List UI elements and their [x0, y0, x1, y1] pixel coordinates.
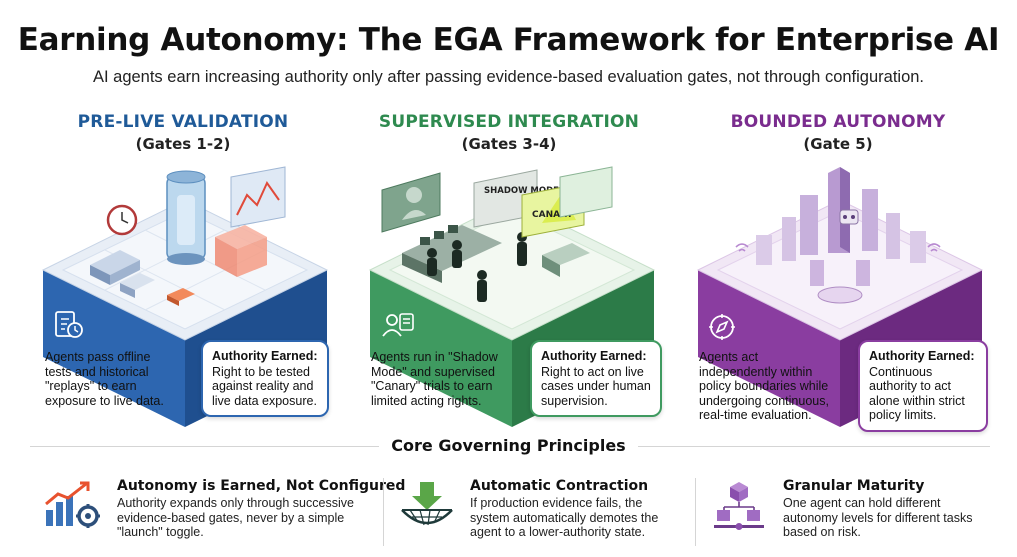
- compass-icon: [709, 314, 735, 340]
- principle-body: One agent can hold different autonomy le…: [783, 496, 973, 539]
- callout-title: Authority Earned:: [541, 349, 647, 363]
- stage-gates: (Gates 1-2): [135, 135, 231, 153]
- clipboard-clock-icon: [55, 311, 83, 338]
- shadow-mode-sign: SHADOW MODE: [484, 186, 559, 196]
- supervised-description: Agents run in "Shadow Mode" and supervis…: [371, 350, 498, 408]
- principle-contraction: Automatic Contraction If production evid…: [470, 478, 685, 540]
- principle-granular: Granular Maturity One agent can hold dif…: [783, 478, 998, 540]
- bounded-description: Agents act independently within policy b…: [699, 350, 829, 422]
- principles-heading: Core Governing Principles: [0, 436, 1017, 455]
- principle-body: If production evidence fails, the system…: [470, 496, 659, 539]
- stage-gates: (Gates 3-4): [461, 135, 557, 153]
- page-subtitle: AI agents earn increasing authority only…: [92, 68, 925, 86]
- principle-separator: [383, 478, 384, 546]
- safety-net-arrow-icon: [401, 482, 453, 526]
- principle-title: Automatic Contraction: [470, 478, 649, 494]
- canary-sign: CANARY: [532, 210, 574, 220]
- stage-name: PRE-LIVE VALIDATION: [77, 112, 289, 132]
- principle-earned: Autonomy is Earned, Not Configured Autho…: [117, 478, 406, 540]
- callout-title: Authority Earned:: [212, 349, 318, 363]
- principle-title: Autonomy is Earned, Not Configured: [117, 478, 406, 494]
- pre-live-platform: [35, 165, 335, 435]
- cube-hierarchy-icon: [714, 482, 764, 530]
- desk-block: [90, 250, 140, 285]
- principle-body: Authority expands only through successiv…: [117, 496, 354, 539]
- page-title: Earning Autonomy: The EGA Framework for …: [17, 22, 1000, 58]
- callout-title: Authority Earned:: [869, 349, 975, 363]
- callout-body: Right to act on live cases under human s…: [541, 364, 651, 408]
- stage-name: SUPERVISED INTEGRATION: [378, 112, 640, 132]
- supervisor-icon: [382, 313, 414, 337]
- pre-live-description: Agents pass offline tests and historical…: [45, 350, 164, 408]
- principle-separator: [695, 478, 696, 546]
- bounded-authority-callout: Authority Earned: Continuous authority t…: [858, 340, 988, 432]
- callout-body: Continuous authority to act alone within…: [869, 364, 965, 423]
- pre-live-authority-callout: Authority Earned: Right to be tested aga…: [201, 340, 329, 417]
- stage-name: BOUNDED AUTONOMY: [730, 112, 946, 132]
- stage-gates: (Gate 5): [803, 135, 873, 153]
- supervised-authority-callout: Authority Earned: Right to act on live c…: [530, 340, 662, 417]
- callout-body: Right to be tested against reality and l…: [212, 364, 317, 408]
- principle-title: Granular Maturity: [783, 478, 925, 494]
- stage-header-supervised: SUPERVISED INTEGRATION (Gates 3-4): [359, 112, 659, 153]
- stage-header-bounded: BOUNDED AUTONOMY (Gate 5): [688, 112, 988, 153]
- stage-header-pre-live: PRE-LIVE VALIDATION (Gates 1-2): [33, 112, 333, 153]
- growth-chart-gear-icon: [45, 481, 100, 528]
